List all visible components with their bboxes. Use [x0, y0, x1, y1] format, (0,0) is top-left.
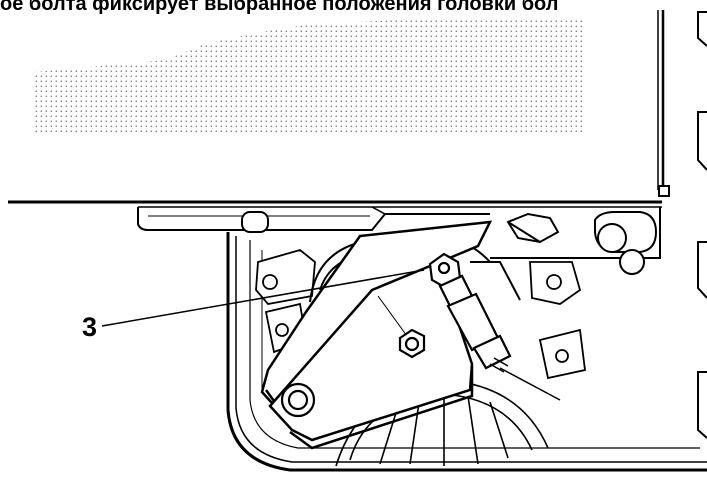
frame-beam [8, 200, 662, 259]
figure-caption-fragment: ое болта фиксирует выбранное положения г… [0, 0, 559, 15]
beam-bolt-head [506, 212, 560, 244]
beam-bushings [241, 211, 658, 275]
right-side-brackets [697, 11, 707, 439]
callout-label-3: 3 [82, 312, 98, 342]
lower-housing [226, 232, 707, 472]
stippled-panel [34, 20, 585, 134]
link-rod [499, 367, 561, 401]
body-right-edge [657, 10, 670, 197]
plate-bolts [280, 328, 426, 418]
adjustment-bolt [428, 252, 512, 373]
callout-3-leader [101, 269, 425, 327]
right-lugs [529, 261, 586, 380]
